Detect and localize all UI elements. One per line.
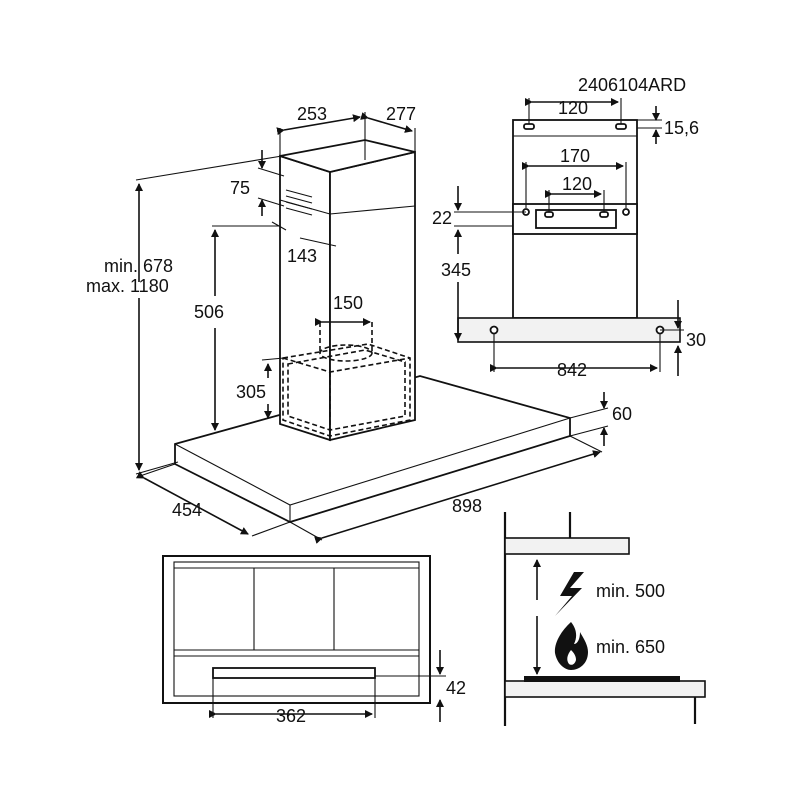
dim-top-holes: 120 — [525, 98, 622, 124]
dim-vent-top: 75 — [230, 150, 285, 216]
dim-898-label: 898 — [452, 496, 482, 516]
drawing-code: 2406104ARD — [578, 75, 686, 95]
dim-170-label: 170 — [560, 146, 590, 166]
bottom-view: 42 362 — [162, 555, 466, 726]
dim-lower-offset: 30 — [660, 300, 706, 376]
dim-canopy-thickness: 60 — [569, 392, 632, 446]
dim-30-label: 30 — [686, 330, 706, 350]
dim-150-label: 150 — [333, 293, 363, 313]
dim-middle-inner: 120 — [545, 174, 605, 212]
dim-canopy-depth: 454 — [135, 463, 291, 537]
dim-42-label: 42 — [446, 678, 466, 698]
dim-277-label: 277 — [386, 104, 416, 124]
dim-canopy-width: 898 — [289, 435, 603, 544]
dim-chimney-width: 253 — [276, 104, 366, 156]
dim-362-label: 362 — [276, 706, 306, 726]
dim-75-label: 75 — [230, 178, 250, 198]
dim-motor-height: 305 — [236, 357, 285, 419]
clearance-view: min. 500 min. 650 — [503, 512, 706, 726]
flame-icon — [554, 622, 588, 670]
dim-bracket-height: 345 — [441, 229, 471, 341]
dim-60-label: 60 — [612, 404, 632, 424]
dim-22-label: 22 — [432, 208, 452, 228]
dim-15-6-label: 15,6 — [664, 118, 699, 138]
dim-506-label: 506 — [194, 302, 224, 322]
dim-total-height: min. 678 max. 1180 — [86, 155, 283, 475]
chimney — [279, 139, 416, 442]
bracket-view: 120 15,6 170 120 22 — [432, 98, 706, 380]
vent-slots — [285, 189, 313, 216]
dim-chimney-canopy: 506 — [194, 225, 280, 431]
dim-middle-outer: 170 — [522, 146, 627, 208]
lightning-icon — [555, 572, 584, 616]
dim-max-height-label: max. 1180 — [86, 276, 169, 296]
clearance-gas-label: min. 650 — [596, 637, 665, 657]
dim-454-label: 454 — [172, 500, 202, 520]
dim-min-height-label: min. 678 — [104, 256, 173, 276]
dim-bracket-offset: 22 — [432, 186, 526, 228]
motor-housing — [282, 322, 411, 437]
dim-842-label: 842 — [557, 360, 587, 380]
dim-305-label: 305 — [236, 382, 266, 402]
dim-outlet-diameter: 150 — [315, 293, 371, 326]
dim-canopy-holes: 842 — [490, 334, 661, 380]
dim-top-120-label: 120 — [558, 98, 588, 118]
dim-253-label: 253 — [297, 104, 327, 124]
dim-inner-120-label: 120 — [562, 174, 592, 194]
clearance-electric-label: min. 500 — [596, 581, 665, 601]
dim-filter-height: 42 — [375, 650, 466, 722]
dim-345-label: 345 — [441, 260, 471, 280]
front-view: 253 277 75 143 150 — [86, 104, 632, 544]
dim-143-label: 143 — [287, 246, 317, 266]
dim-chimney-depth: 277 — [360, 104, 416, 152]
dim-filter-width: 362 — [209, 678, 376, 726]
dim-top-offset: 15,6 — [637, 106, 699, 144]
